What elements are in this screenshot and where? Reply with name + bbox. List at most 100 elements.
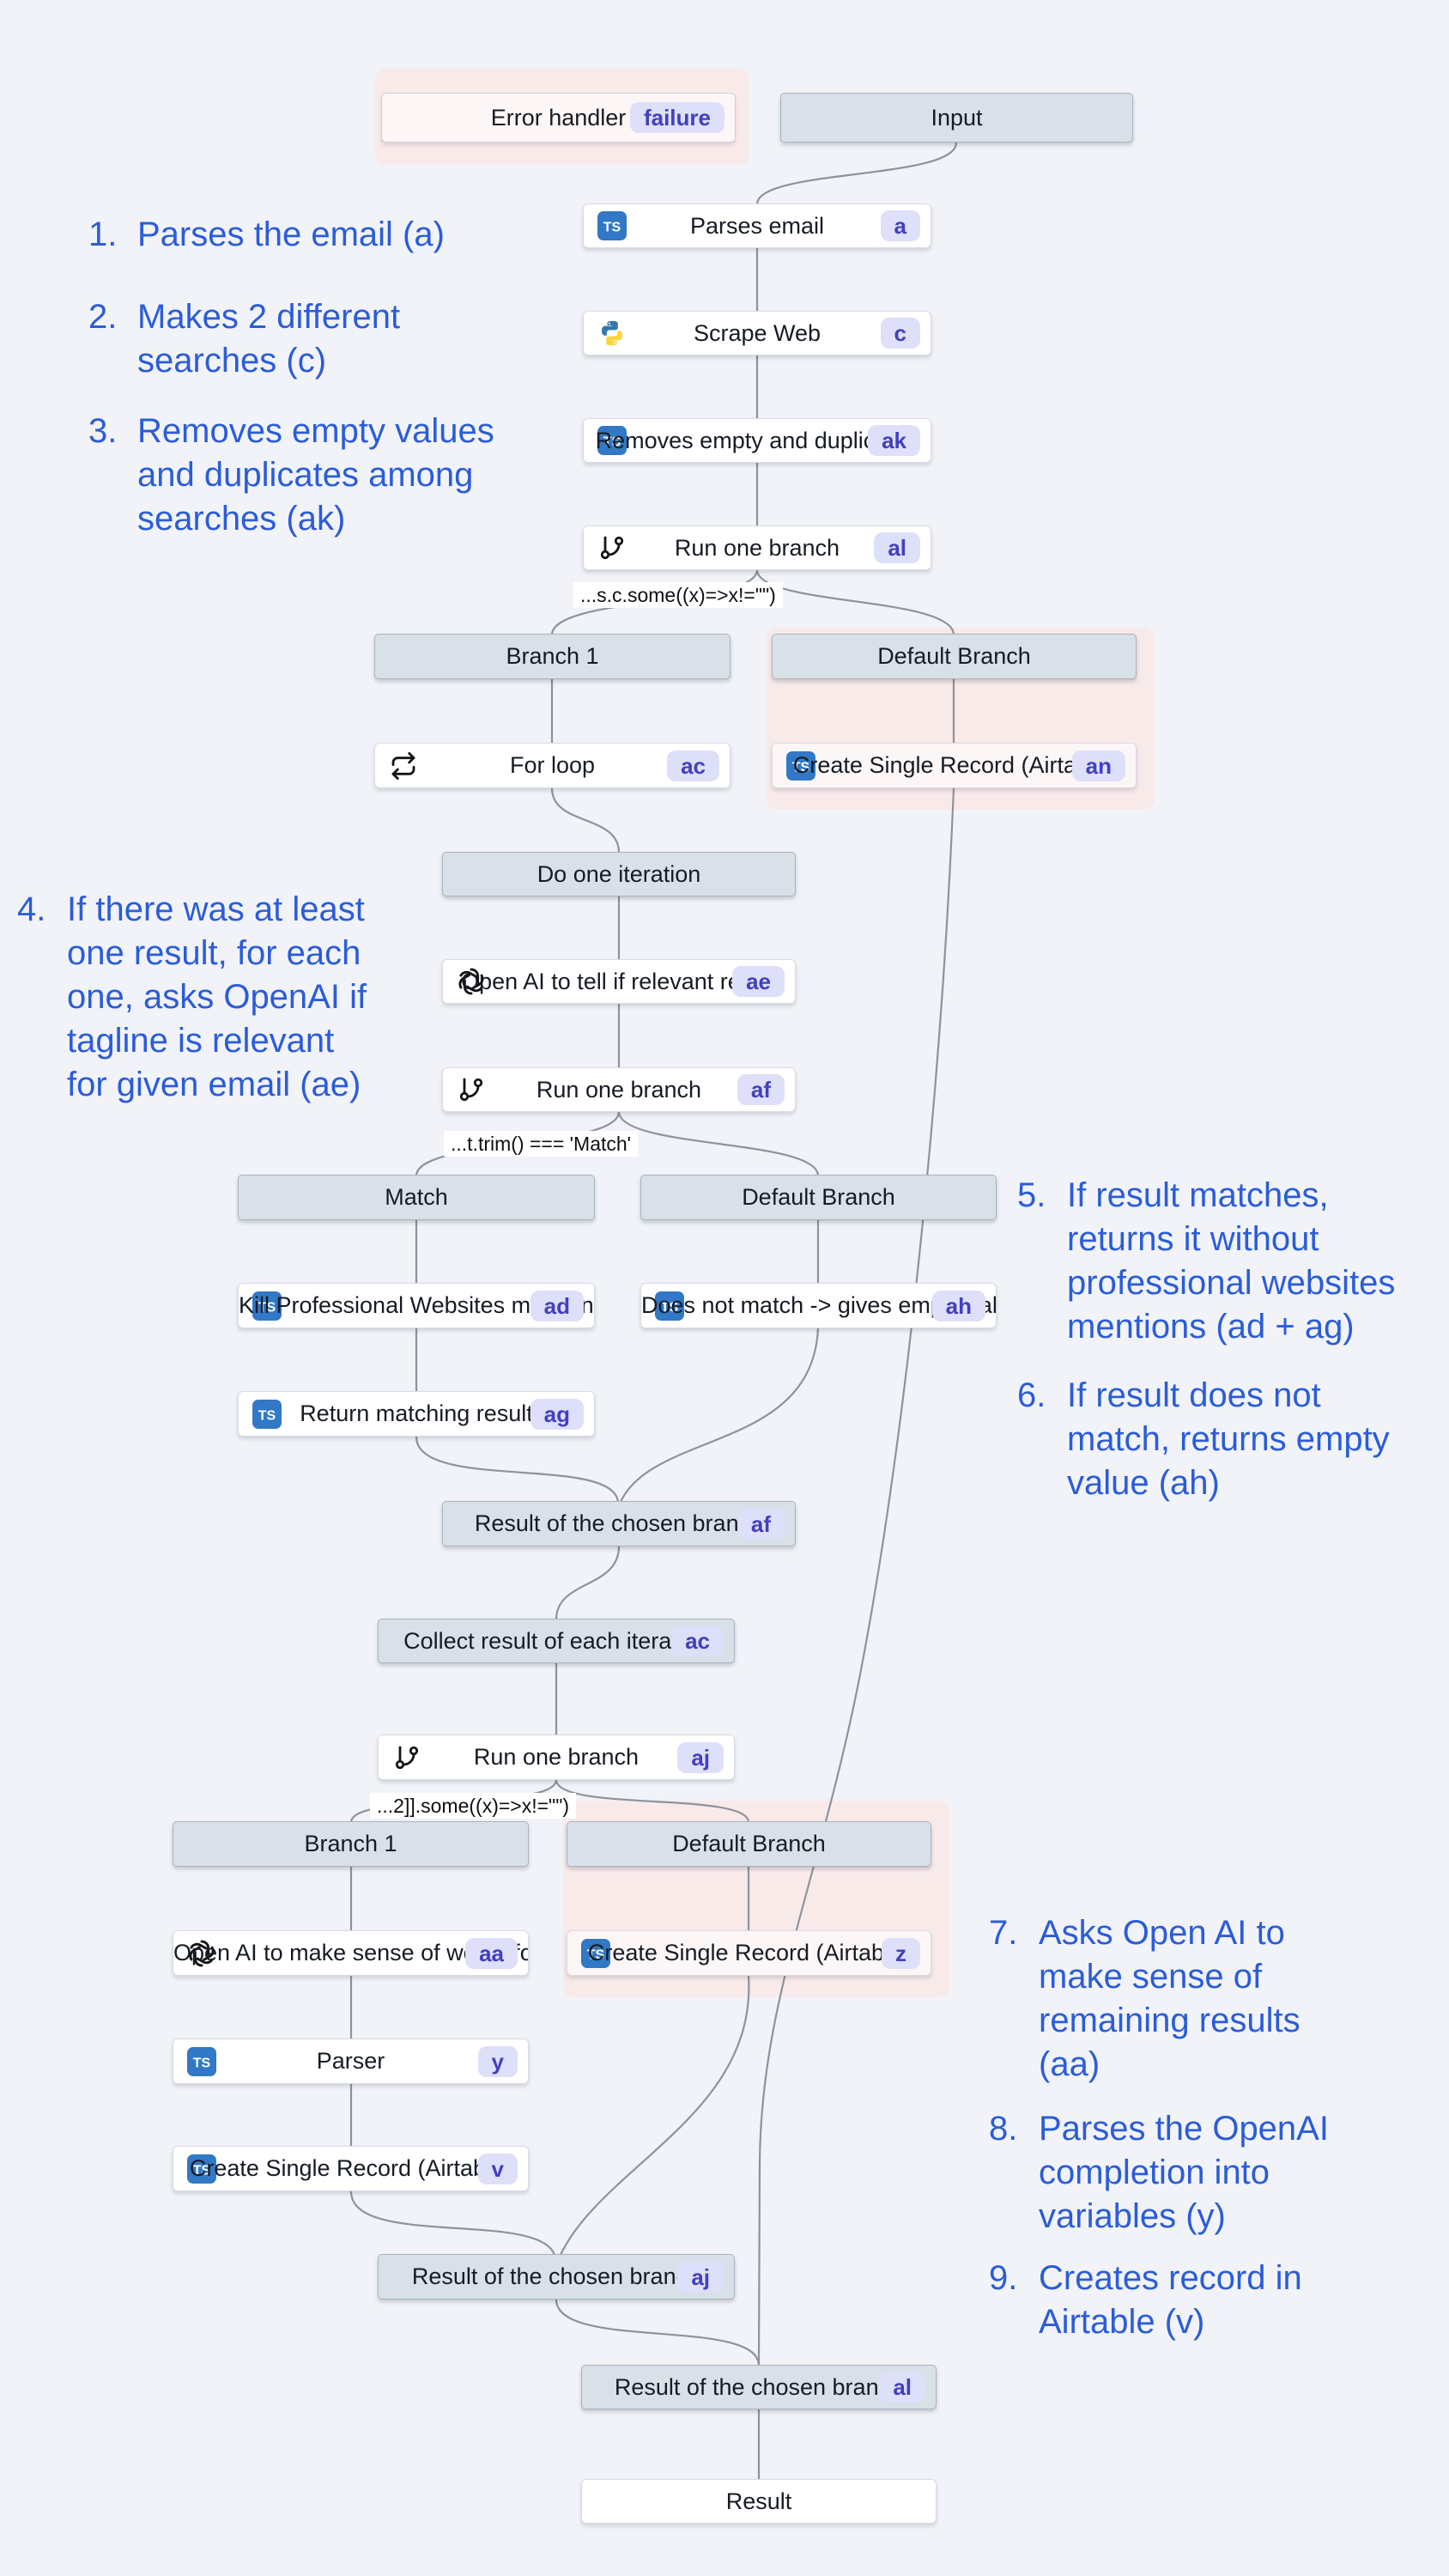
annotation-line: returns it without <box>1067 1220 1319 1258</box>
node-id-badge: v <box>477 2153 518 2184</box>
edge-result-aj-to-result-al <box>555 2298 761 2367</box>
branch-condition-label: ...t.trim() === 'Match' <box>444 1131 639 1157</box>
openai-icon <box>189 1940 215 1966</box>
annotation-line: Parses the email (a) <box>137 216 445 253</box>
annotation-number: 7. <box>989 1914 1018 1952</box>
typescript-icon: TS <box>597 210 627 241</box>
node-label: Branch 1 <box>304 1831 397 1856</box>
typescript-icon: TS <box>597 211 627 240</box>
annotation-line: make sense of <box>1039 1958 1263 1996</box>
node-branch-1-bottom[interactable]: Branch 1 <box>173 1821 529 1867</box>
node-label: Do one iteration <box>537 860 701 887</box>
typescript-icon: TS <box>785 750 816 781</box>
edge-result-af-to-collect-result <box>555 1545 621 1621</box>
node-id-badge: failure <box>629 102 724 133</box>
node-label: Removes empty and duplicates <box>595 427 919 453</box>
svg-text:TS: TS <box>193 2163 211 2178</box>
annotation-line: for given email (ae) <box>67 1066 361 1103</box>
annotation-number: 8. <box>989 2110 1018 2148</box>
node-match-header[interactable]: Match <box>238 1175 595 1220</box>
annotation-line: variables (y) <box>1039 2197 1226 2235</box>
branch-condition-label: ...s.c.some((x)=>x!="") <box>573 582 783 608</box>
annotation-line: mentions (ad + ag) <box>1067 1308 1355 1346</box>
typescript-icon: TS <box>581 1938 610 1968</box>
node-id-badge: ae <box>732 966 785 997</box>
openai-icon <box>458 968 484 995</box>
edge-does-not-match-to-result-af <box>619 1327 820 1504</box>
edge-return-matching-to-result-af <box>415 1435 620 1504</box>
annotation-line: one, asks OpenAI if <box>67 978 367 1016</box>
annotation-line: If result matches, <box>1067 1176 1329 1214</box>
node-id-badge: an <box>1071 750 1125 781</box>
annotation-line: Removes empty values <box>137 412 494 450</box>
node-id-badge: aa <box>465 1937 518 1969</box>
annotation-line: Parses the OpenAI <box>1039 2110 1329 2148</box>
node-result[interactable]: Result <box>581 2479 937 2524</box>
annotation-number: 4. <box>17 890 46 928</box>
node-id-badge: z <box>882 1937 920 1969</box>
edge-csr-v-to-result-aj <box>349 2190 556 2257</box>
edge-run-aj-to-default-branch-bottom <box>555 1778 750 1824</box>
node-id-badge: aj <box>677 1741 724 1773</box>
node-default-branch-bottom[interactable]: Default Branch <box>567 1821 931 1867</box>
for-loop-icon <box>391 751 415 780</box>
annotation-line: and duplicates among <box>137 456 474 494</box>
annotation-line: If there was at least <box>67 890 365 928</box>
node-input[interactable]: Input <box>780 93 1133 143</box>
annotation-line: searches (c) <box>137 342 327 380</box>
typescript-icon: TS <box>597 426 627 455</box>
node-branch-1-top[interactable]: Branch 1 <box>374 634 731 679</box>
annotation-number: 6. <box>1017 1376 1046 1414</box>
typescript-icon: TS <box>654 1291 685 1321</box>
annotation-number: 5. <box>1017 1176 1046 1214</box>
node-default-branch-top[interactable]: Default Branch <box>772 634 1137 679</box>
edge-run-al-to-default-branch <box>755 568 955 636</box>
node-id-badge: ah <box>931 1290 985 1321</box>
typescript-icon: TS <box>187 2154 216 2184</box>
annotation-number: 3. <box>88 412 118 450</box>
typescript-icon: TS <box>187 2046 216 2076</box>
svg-text:TS: TS <box>258 1300 276 1315</box>
node-label: Create Single Record (Airtable) <box>189 2155 512 2181</box>
node-id-badge: af <box>737 1074 785 1105</box>
node-label: Result of the chosen branch <box>411 2263 701 2289</box>
annotation-line: searches (ak) <box>137 500 346 538</box>
node-label: Input <box>931 104 983 131</box>
annotation-1: 1.Parses the email (a) <box>88 213 445 257</box>
node-id-badge: ad <box>530 1290 584 1321</box>
typescript-icon: TS <box>252 1291 282 1321</box>
node-id-badge: ak <box>868 425 920 456</box>
svg-text:TS: TS <box>587 1947 605 1962</box>
typescript-icon: TS <box>252 1399 282 1430</box>
node-default-branch-mid[interactable]: Default Branch <box>640 1175 997 1220</box>
node-do-one-iteration[interactable]: Do one iteration <box>442 852 796 896</box>
edge-csr-z-to-result-aj <box>559 1974 750 2257</box>
node-label: Scrape Web <box>693 319 822 346</box>
